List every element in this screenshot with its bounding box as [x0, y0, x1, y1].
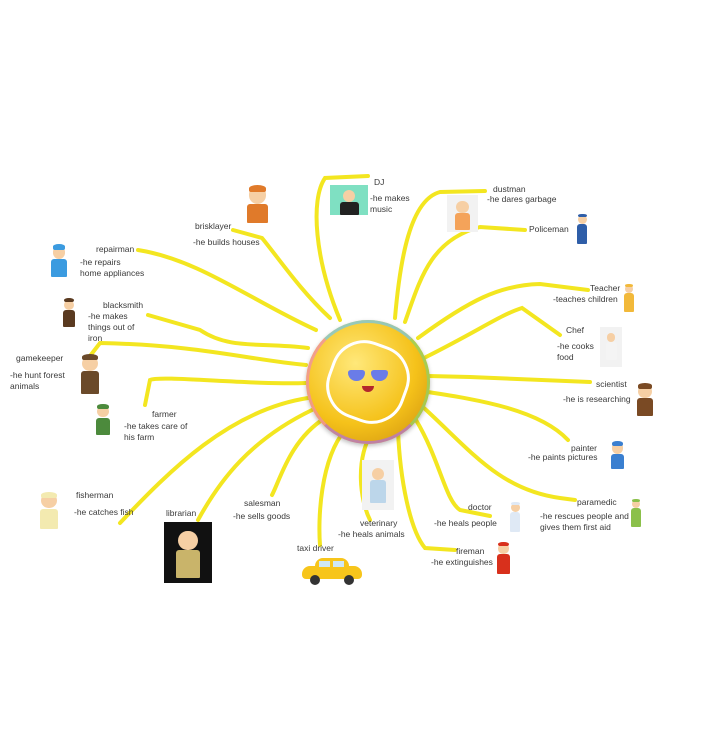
node-title: salesman [244, 498, 281, 508]
sunglasses-icon [348, 370, 388, 382]
node-title: librarian [166, 508, 197, 518]
teacher-illustration-icon [620, 282, 638, 320]
repairman-illustration-icon [45, 243, 73, 280]
policeman-illustration-icon [572, 212, 592, 252]
central-sun [306, 320, 430, 444]
node-description: -he takes care of his farm [124, 421, 188, 442]
branch-paramedic [422, 406, 577, 502]
taxi-illustration-icon [302, 557, 362, 585]
node-title: dustman [493, 184, 526, 194]
node-title: Teacher [590, 283, 621, 293]
dj-illustration-icon [330, 185, 368, 215]
node-description: -he catches fish [74, 507, 134, 517]
branch-farmer [143, 376, 308, 407]
node-description: -he is researching [563, 394, 631, 404]
node-title: fireman [456, 546, 485, 556]
node-title: Chef [566, 325, 584, 335]
node-title: farmer [152, 409, 177, 419]
branch-fireman [396, 428, 457, 552]
node-title: doctor [468, 502, 492, 512]
node-description: -he cooks food [557, 341, 594, 362]
node-title: Policeman [529, 224, 569, 234]
branch-taxi [317, 428, 347, 547]
gamekeeper-illustration-icon [73, 352, 107, 398]
fisherman-illustration-icon [32, 490, 66, 530]
node-title: scientist [596, 379, 627, 389]
branch-repairman [136, 248, 318, 332]
doctor-illustration-icon [505, 500, 525, 540]
node-title: paramedic [577, 497, 617, 507]
node-title: veterinary [360, 518, 398, 528]
branch-chef [422, 305, 562, 360]
node-description: -he sells goods [233, 511, 291, 521]
node-title: repairman [96, 244, 135, 254]
node-description: -he heals people [434, 518, 497, 528]
node-description: -he paints pictures [528, 452, 598, 462]
branch-brisklayer [231, 228, 332, 320]
node-title: taxi driver [297, 543, 334, 553]
branch-teacher [416, 281, 590, 340]
node-description: -he repairs home appliances [80, 257, 145, 278]
branch-dustman [393, 189, 487, 320]
branch-gamekeeper [88, 340, 308, 367]
scientist-illustration-icon [630, 382, 660, 418]
veterinary-illustration-icon [362, 460, 394, 510]
farmer-illustration-icon [90, 403, 116, 438]
librarian-illustration-icon [164, 522, 212, 583]
node-description: -he hunt forest animals [10, 370, 65, 391]
chef-illustration-icon [600, 327, 622, 367]
branch-salesman [270, 416, 327, 497]
painter-illustration-icon [605, 440, 630, 470]
node-description: -he rescues people and gives them first … [540, 511, 629, 532]
node-description: -he heals animals [338, 529, 405, 539]
fireman-illustration-icon [492, 540, 515, 580]
node-description: -he makes things out of iron [88, 311, 135, 343]
branch-dj [314, 174, 370, 322]
branch-librarian [196, 408, 314, 522]
node-title: gamekeeper [16, 353, 64, 363]
node-description: -teaches children [553, 294, 618, 304]
node-title: painter [571, 443, 597, 453]
node-description: -he extinguishes [431, 557, 493, 567]
node-title: brisklayer [195, 221, 232, 231]
branch-doctor [414, 418, 492, 518]
node-title: fisherman [76, 490, 114, 500]
node-title: blacksmith [103, 300, 144, 310]
branch-fisherman [118, 396, 310, 525]
branch-scientist [426, 374, 592, 384]
branch-blacksmith [146, 313, 310, 350]
brisklayer-illustration-icon [237, 183, 278, 224]
node-description: -he makes music [370, 193, 410, 214]
blacksmith-illustration-icon [58, 297, 80, 332]
node-description: -he dares garbage [487, 194, 557, 204]
branch-painter [426, 390, 570, 442]
dustman-illustration-icon [447, 195, 478, 232]
node-title: DJ [374, 177, 385, 187]
paramedic-illustration-icon [627, 497, 645, 535]
node-description: -he builds houses [193, 237, 260, 247]
